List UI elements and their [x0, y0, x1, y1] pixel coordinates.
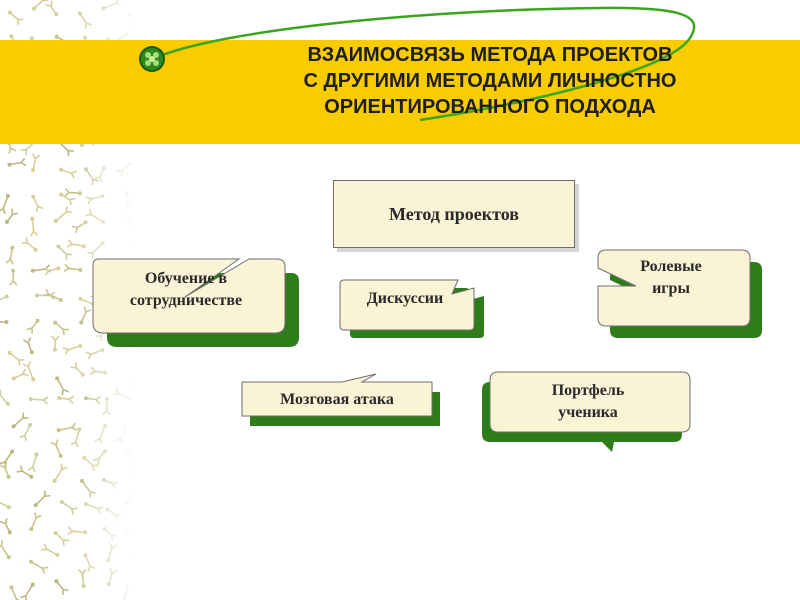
- atom-bullet-icon: [139, 46, 165, 72]
- central-method-label: Метод проектов: [388, 203, 520, 224]
- callout-cooperation: [92, 258, 299, 347]
- callout-discussion: [339, 279, 484, 338]
- title-line: ОРИЕНТИРОВАННОГО ПОДХОДА: [324, 96, 656, 118]
- label-line: Дискуссии: [366, 290, 444, 307]
- slide-title: ВЗАИМОСВЯЗЬ МЕТОДА ПРОЕКТОВ С ДРУГИМИ МЕ…: [210, 42, 770, 120]
- label-line: игры: [652, 280, 690, 297]
- label-line: ученика: [558, 404, 618, 421]
- central-method-box: Метод проектов: [333, 180, 575, 248]
- callout-brainstorm: [241, 373, 440, 426]
- label-line: Ролевые: [640, 258, 702, 275]
- orbit-curve: [154, 6, 696, 122]
- callout-role-games: [597, 249, 762, 338]
- title-line: С ДРУГИМИ МЕТОДАМИ ЛИЧНОСТНО: [303, 70, 677, 92]
- method-label-portfolio: Портфель ученика: [490, 380, 686, 424]
- callout-portfolio: [482, 371, 691, 452]
- title-line: ВЗАИМОСВЯЗЬ МЕТОДА ПРОЕКТОВ: [307, 44, 673, 66]
- method-label-brainstorm: Мозговая атака: [242, 389, 432, 411]
- method-label-discussion: Дискуссии: [340, 288, 470, 310]
- label-line: Мозговая атака: [280, 391, 394, 408]
- method-label-role-games: Ролевые игры: [598, 256, 744, 300]
- label-line: Портфель: [551, 382, 625, 399]
- method-label-cooperation: Обучение в сотрудничестве: [96, 268, 276, 312]
- label-line: сотрудничестве: [129, 292, 243, 309]
- label-line: Обучение в: [144, 270, 228, 287]
